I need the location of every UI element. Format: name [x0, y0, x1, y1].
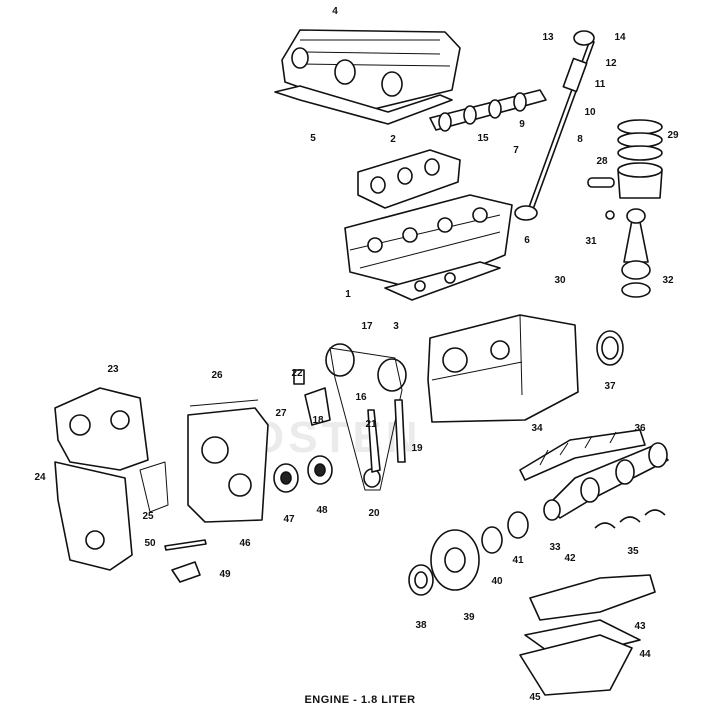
callout-12: 12 — [605, 58, 617, 69]
callout-48: 48 — [316, 505, 328, 516]
valve-assembly — [514, 30, 595, 221]
callout-38: 38 — [415, 620, 427, 631]
callout-8: 8 — [577, 134, 583, 145]
crank-seal — [408, 564, 434, 596]
callout-40: 40 — [491, 576, 503, 587]
callout-26: 26 — [211, 370, 223, 381]
callout-9: 9 — [519, 119, 525, 130]
callout-6: 6 — [524, 235, 530, 246]
callout-25: 25 — [142, 511, 154, 522]
watermark-text: OSTEN — [250, 413, 422, 462]
callout-27: 27 — [275, 408, 287, 419]
callout-7: 7 — [513, 145, 519, 156]
callout-33: 33 — [549, 542, 561, 553]
chain-guides — [367, 399, 406, 473]
callout-21: 21 — [365, 419, 377, 430]
piston-assembly — [587, 119, 663, 199]
main-bearing-caps — [519, 429, 646, 481]
callout-31: 31 — [585, 236, 597, 247]
bolt-50 — [164, 539, 207, 551]
callout-41: 41 — [512, 555, 524, 566]
oil-pan — [519, 634, 633, 696]
callout-5: 5 — [310, 133, 316, 144]
callout-1: 1 — [345, 289, 351, 300]
diagram-caption: ENGINE - 1.8 LITER — [304, 694, 416, 706]
chain-tensioner — [293, 369, 331, 426]
lower-front-cover — [54, 461, 133, 571]
callout-44: 44 — [639, 649, 651, 660]
mount-bracket — [171, 561, 201, 583]
front-cover — [54, 387, 149, 471]
callout-3: 3 — [393, 321, 399, 332]
callout-36: 36 — [634, 423, 646, 434]
callout-2: 2 — [390, 134, 396, 145]
oil-pump-pickup — [529, 574, 656, 621]
callout-29: 29 — [667, 130, 679, 141]
main-bearings — [594, 509, 666, 529]
callout-50: 50 — [144, 538, 156, 549]
connecting-rod — [605, 208, 651, 298]
callout-42: 42 — [564, 553, 576, 564]
callout-39: 39 — [463, 612, 475, 623]
callout-18: 18 — [312, 415, 324, 426]
timing-housing — [187, 399, 269, 523]
callout-37: 37 — [604, 381, 616, 392]
pulley-48 — [307, 455, 333, 485]
cam-carrier — [357, 149, 461, 209]
pulley-47 — [273, 463, 299, 493]
callout-32: 32 — [662, 275, 674, 286]
keyed-gear — [507, 511, 529, 539]
callout-10: 10 — [584, 107, 596, 118]
callout-19: 19 — [411, 443, 423, 454]
callout-11: 11 — [595, 79, 606, 90]
crankshaft — [543, 442, 669, 521]
callout-14: 14 — [614, 32, 626, 43]
callout-43: 43 — [634, 621, 646, 632]
callout-45: 45 — [529, 692, 541, 703]
callout-47: 47 — [283, 514, 295, 525]
callout-22: 22 — [291, 368, 303, 379]
callout-30: 30 — [554, 275, 566, 286]
callout-16: 16 — [355, 392, 367, 403]
callout-20: 20 — [368, 508, 380, 519]
camshaft — [429, 89, 547, 132]
timing-chain — [325, 343, 407, 491]
cover-gasket — [139, 461, 169, 513]
callout-49: 49 — [219, 569, 231, 580]
callout-13: 13 — [542, 32, 554, 43]
callout-4: 4 — [332, 6, 338, 17]
crank-sprocket — [481, 526, 503, 554]
callout-34: 34 — [531, 423, 543, 434]
rear-main-seal — [596, 330, 624, 366]
callout-24: 24 — [34, 472, 46, 483]
callout-15: 15 — [477, 133, 489, 144]
callout-46: 46 — [239, 538, 251, 549]
callout-23: 23 — [107, 364, 119, 375]
head-gasket — [384, 261, 501, 301]
callout-35: 35 — [627, 546, 639, 557]
callout-28: 28 — [596, 156, 608, 167]
valve-cover-gasket — [274, 85, 453, 125]
engine-block — [427, 314, 579, 423]
crank-pulley — [430, 529, 480, 591]
callout-17: 17 — [361, 321, 373, 332]
